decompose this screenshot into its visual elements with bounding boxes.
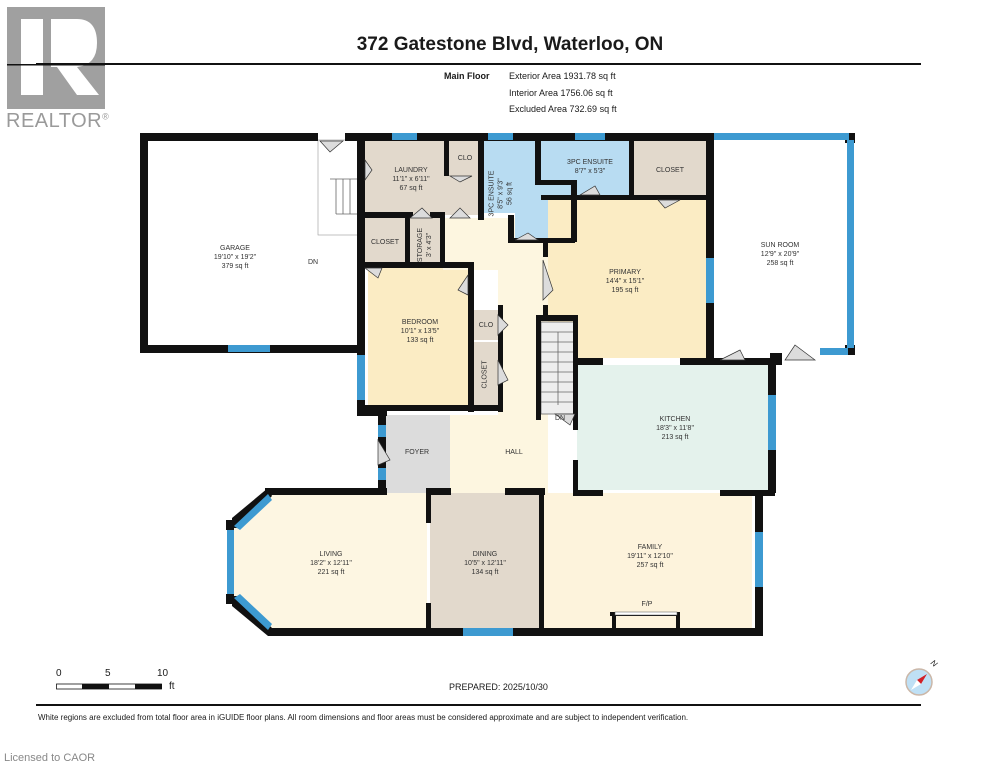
room-primary-closet: CLOSET — [655, 167, 684, 174]
doors — [319, 140, 817, 466]
storage-area — [410, 218, 440, 265]
sun-room-area — [712, 135, 850, 355]
title-divider — [36, 63, 921, 65]
room-laundry-closet: CLO — [457, 155, 473, 162]
family-area — [542, 493, 752, 632]
hall-clo-area — [473, 310, 498, 340]
living-area — [230, 493, 427, 632]
windows — [227, 133, 854, 636]
ensuite-b-area — [540, 140, 633, 195]
realtor-logo — [7, 7, 105, 109]
exterior-area: Exterior Area 1931.78 sq ft — [509, 71, 616, 81]
scale-bar: 0 5 10 ft — [56, 668, 186, 698]
floor-name: Main Floor — [444, 71, 490, 81]
scale-tick-0: 0 — [56, 668, 62, 679]
excluded-area: Excluded Area 732.69 sq ft — [509, 104, 617, 114]
hall-closet-area — [473, 342, 498, 408]
bed-closet-area — [363, 218, 405, 265]
room-hall-clo: CLO — [478, 322, 494, 329]
footer-divider — [36, 704, 921, 706]
garage-stair-landing — [317, 139, 361, 236]
garage-stairs — [330, 178, 358, 215]
room-bed-closet: CLOSET — [370, 239, 399, 246]
hall-area — [427, 218, 548, 495]
hall-stairs-label: DN — [554, 415, 566, 422]
foyer-area — [385, 415, 450, 493]
dining-area — [430, 493, 542, 632]
scale-tick-10: 10 — [157, 668, 169, 679]
fireplace-label: F/P — [641, 601, 653, 608]
disclaimer-text: White regions are excluded from total fl… — [38, 713, 689, 722]
room-hall: HALL — [505, 449, 523, 456]
prepared-date: PREPARED: 2025/10/30 — [449, 682, 548, 692]
scale-tick-5: 5 — [105, 668, 111, 679]
room-hall-closet: CLOSET — [481, 360, 489, 389]
hall-stairs — [540, 321, 576, 415]
compass-icon: N — [904, 658, 944, 704]
realtor-wordmark: REALTOR® — [6, 110, 110, 132]
bedroom-area — [368, 268, 473, 408]
scale-unit: ft — [169, 681, 175, 692]
kitchen-area — [577, 365, 772, 490]
room-foyer: FOYER — [404, 449, 430, 456]
fireplace-hearth — [614, 611, 678, 616]
license-watermark: Licensed to CAOR — [4, 752, 96, 764]
scale-bar-graphic — [56, 683, 162, 690]
primary-closet-area — [633, 140, 708, 205]
page-title: 372 Gatestone Blvd, Waterloo, ON — [356, 34, 664, 55]
interior-area: Interior Area 1756.06 sq ft — [509, 88, 613, 98]
laundry-closet-area — [447, 140, 483, 177]
garage-stairs-label: DN — [307, 259, 319, 266]
